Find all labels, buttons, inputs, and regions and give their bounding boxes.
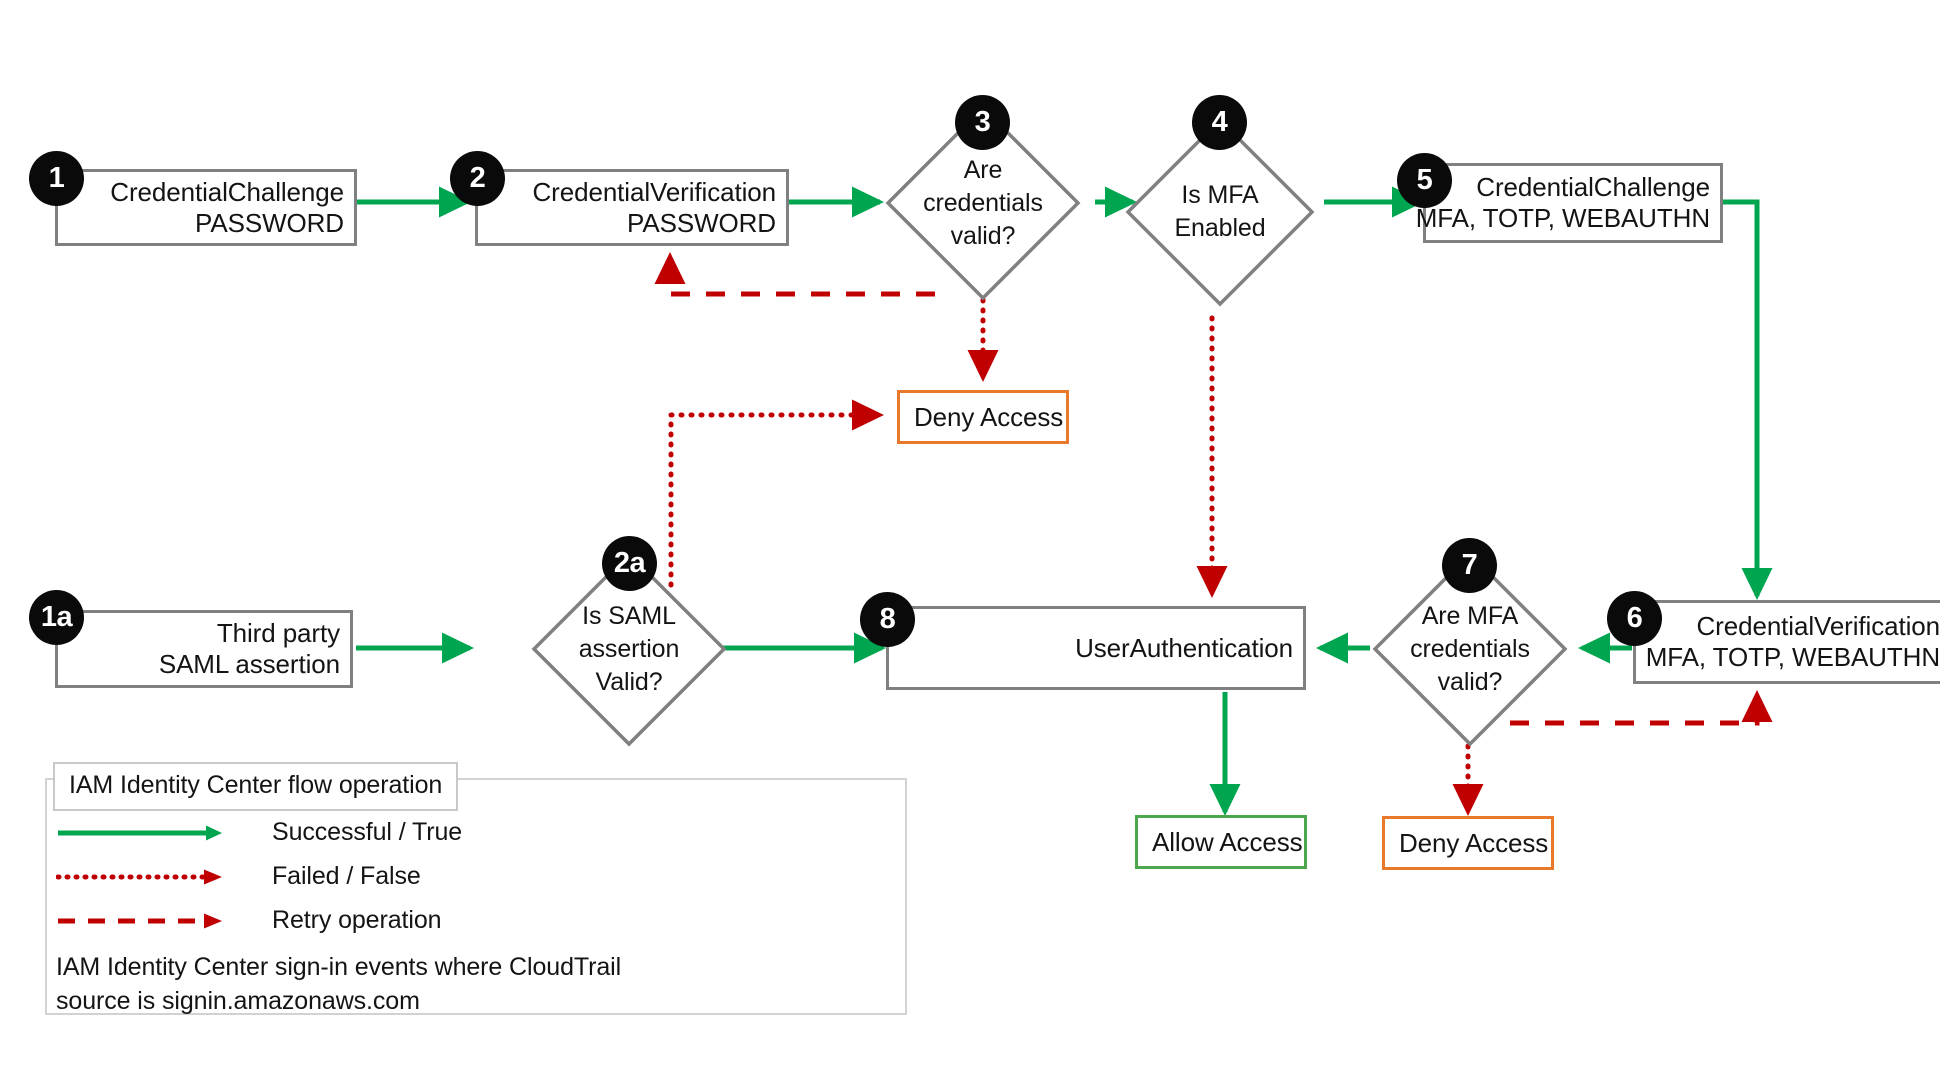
decision-line: Are MFA	[1421, 601, 1519, 630]
badge-step-8: 8	[860, 592, 915, 647]
dashed-red-arrow-icon	[58, 913, 222, 928]
solid-green-arrow-icon	[58, 825, 222, 840]
node-line: UserAuthentication	[1075, 632, 1293, 663]
node-credential-challenge-mfa[interactable]: CredentialChallenge MFA, TOTP, WEBAUTHN	[1416, 163, 1723, 243]
node-credential-verification-password[interactable]: CredentialVerification PASSWORD	[475, 169, 789, 246]
node-line: CredentialVerification	[532, 176, 777, 207]
decision-is-mfa-enabled[interactable]: Is MFA Enabled	[1125, 117, 1315, 307]
badge-step-5: 5	[1397, 153, 1452, 208]
legend-label: Successful / True	[272, 818, 463, 846]
badge-step-2: 2	[450, 151, 505, 206]
decision-line: Is SAML	[582, 601, 676, 630]
badge-number: 6	[1626, 602, 1643, 634]
legend-title: IAM Identity Center flow operation	[53, 762, 459, 811]
decision-line: credentials	[923, 188, 1043, 217]
decision-line: valid?	[1437, 667, 1503, 696]
legend-note: IAM Identity Center sign-in events where…	[56, 951, 621, 1019]
node-user-authentication[interactable]: UserAuthentication	[886, 606, 1306, 690]
badge-step-6: 6	[1607, 591, 1662, 646]
legend-row-successful: Successful / True	[56, 818, 462, 847]
legend-row-retry: Retry operation	[56, 906, 442, 935]
decision-label: Is SAML assertion Valid?	[531, 551, 727, 747]
badge-step-7: 7	[1442, 538, 1497, 593]
decision-line: assertion	[578, 634, 680, 663]
diamond-shape	[1372, 551, 1568, 747]
decision-are-credentials-valid[interactable]: Are credentials valid?	[885, 105, 1081, 301]
node-credential-challenge-password[interactable]: CredentialChallenge PASSWORD	[55, 169, 357, 246]
node-line: SAML assertion	[158, 649, 340, 679]
decision-line: credentials	[1410, 634, 1530, 663]
badge-number: 3	[974, 106, 991, 138]
dotted-red-arrow-icon	[56, 869, 222, 884]
node-line: MFA, TOTP, WEBAUTHN	[1415, 203, 1710, 233]
decision-line: Valid?	[595, 667, 663, 696]
diamond-shape	[531, 551, 727, 747]
legend-container	[45, 778, 907, 1015]
badge-step-1a: 1a	[29, 590, 84, 645]
decision-line: Is MFA	[1181, 181, 1259, 209]
node-third-party-saml-assertion[interactable]: Third party SAML assertion	[55, 610, 353, 688]
decision-line: Are	[963, 155, 1003, 184]
decision-line: Enabled	[1174, 214, 1266, 242]
terminal-label: Deny Access	[914, 401, 1064, 432]
badge-number: 1	[48, 162, 65, 194]
decision-is-saml-assertion-valid[interactable]: Is SAML assertion Valid?	[531, 551, 727, 747]
badge-number: 1a	[40, 601, 73, 633]
legend-note-line-1: IAM Identity Center sign-in events where…	[56, 953, 622, 981]
node-line: PASSWORD	[195, 207, 344, 238]
badge-number: 8	[879, 603, 896, 635]
node-credential-verification-mfa[interactable]: CredentialVerification MFA, TOTP, WEBAUT…	[1633, 600, 1940, 684]
legend-note-line-2: source is signin.amazonaws.com	[56, 986, 420, 1015]
terminal-allow-access[interactable]: Allow Access	[1135, 815, 1307, 869]
decision-label: Are credentials valid?	[885, 105, 1081, 301]
badge-number: 2	[469, 162, 486, 194]
terminal-label: Allow Access	[1152, 826, 1303, 857]
node-line: MFA, TOTP, WEBAUTHN	[1645, 642, 1940, 672]
edge-5-to-6	[1723, 199, 1773, 601]
badge-number: 4	[1211, 106, 1228, 138]
legend-label: Retry operation	[272, 906, 442, 934]
terminal-deny-access-bottom[interactable]: Deny Access	[1382, 816, 1554, 870]
node-line: CredentialChallenge	[1476, 172, 1710, 203]
badge-step-4: 4	[1192, 95, 1247, 150]
node-line: PASSWORD	[627, 207, 776, 238]
decision-are-mfa-credentials-valid[interactable]: Are MFA credentials valid?	[1372, 551, 1568, 747]
badge-number: 5	[1416, 164, 1433, 196]
node-line: Third party	[216, 618, 340, 649]
decision-label: Are MFA credentials valid?	[1372, 551, 1568, 747]
legend-label: Failed / False	[272, 862, 421, 890]
badge-step-2a: 2a	[602, 536, 657, 591]
badge-step-3: 3	[955, 95, 1010, 150]
decision-label: Is MFA Enabled	[1125, 117, 1315, 307]
node-line: CredentialChallenge	[110, 176, 344, 207]
legend-row-failed: Failed / False	[56, 862, 421, 891]
node-line: CredentialVerification	[1696, 611, 1940, 642]
terminal-deny-access-top[interactable]: Deny Access	[897, 390, 1069, 444]
diamond-shape	[885, 105, 1081, 301]
decision-line: valid?	[950, 221, 1016, 250]
diamond-shape	[1125, 117, 1315, 307]
badge-number: 7	[1461, 549, 1478, 581]
badge-number: 2a	[613, 547, 646, 579]
badge-step-1: 1	[29, 151, 84, 206]
failure-edges	[668, 297, 1484, 817]
terminal-label: Deny Access	[1399, 827, 1549, 858]
